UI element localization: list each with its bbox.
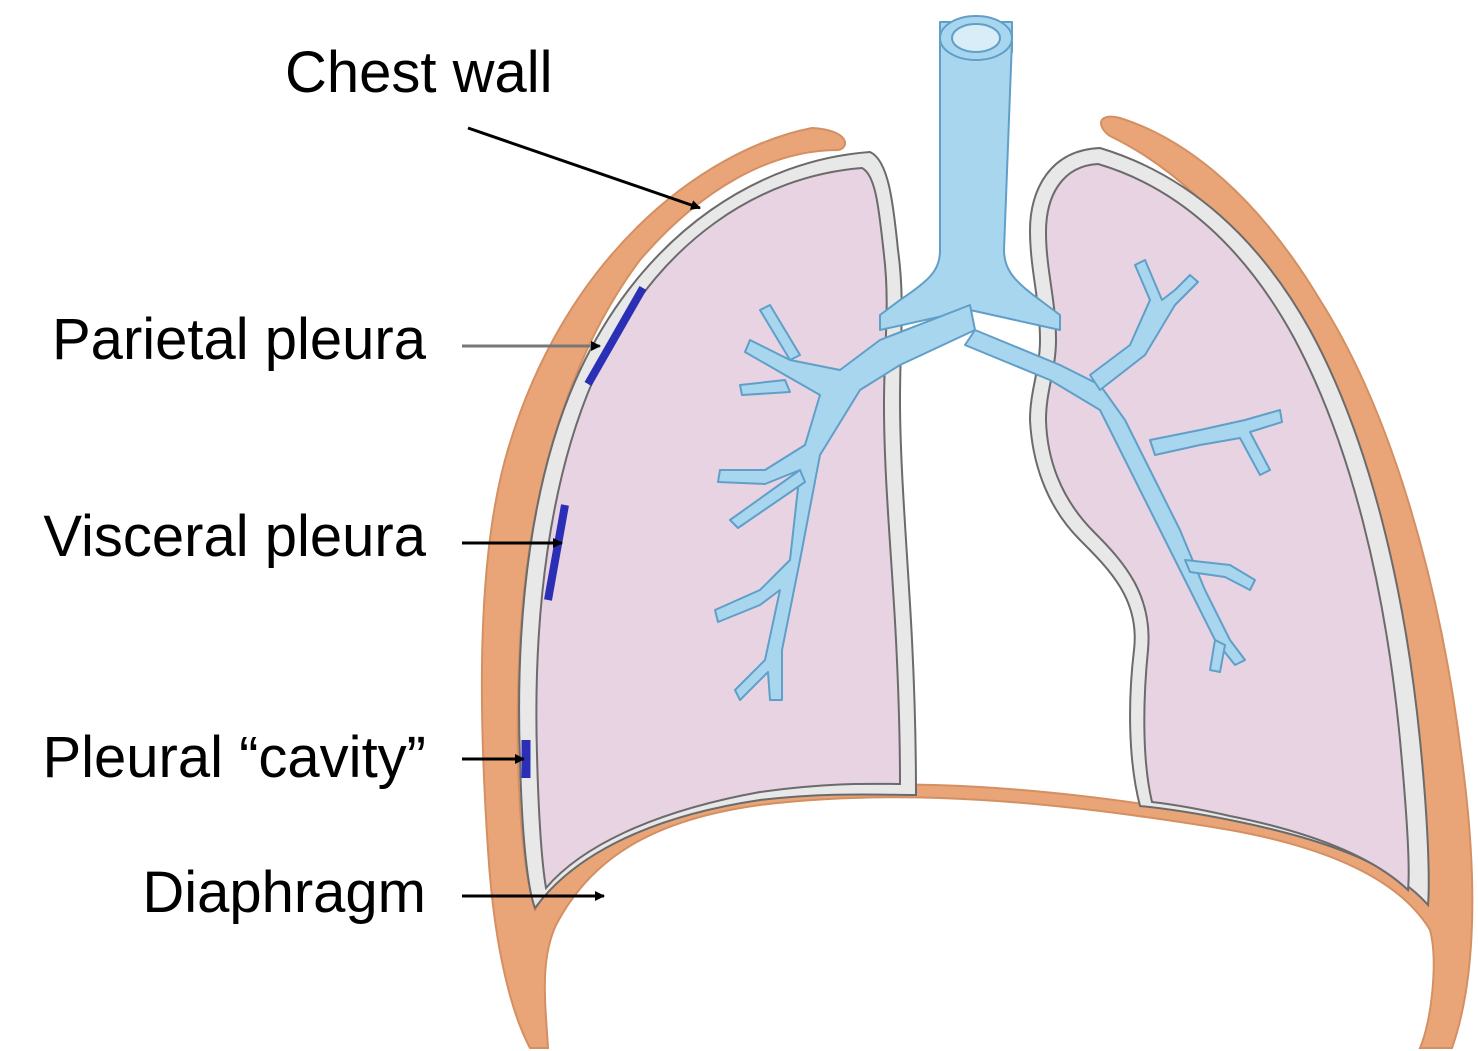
- pleural-cavity-label: Pleural “cavity”: [42, 729, 426, 787]
- parietal-pleura-label: Parietal pleura: [52, 311, 426, 369]
- visceral-pleura-label: Visceral pleura: [43, 508, 426, 566]
- chest-wall-arrow: [468, 128, 700, 208]
- left-lung: [536, 168, 900, 888]
- chest-wall-label: Chest wall: [285, 44, 553, 102]
- right-lung: [1046, 164, 1409, 890]
- diaphragm-label: Diaphragm: [142, 864, 426, 922]
